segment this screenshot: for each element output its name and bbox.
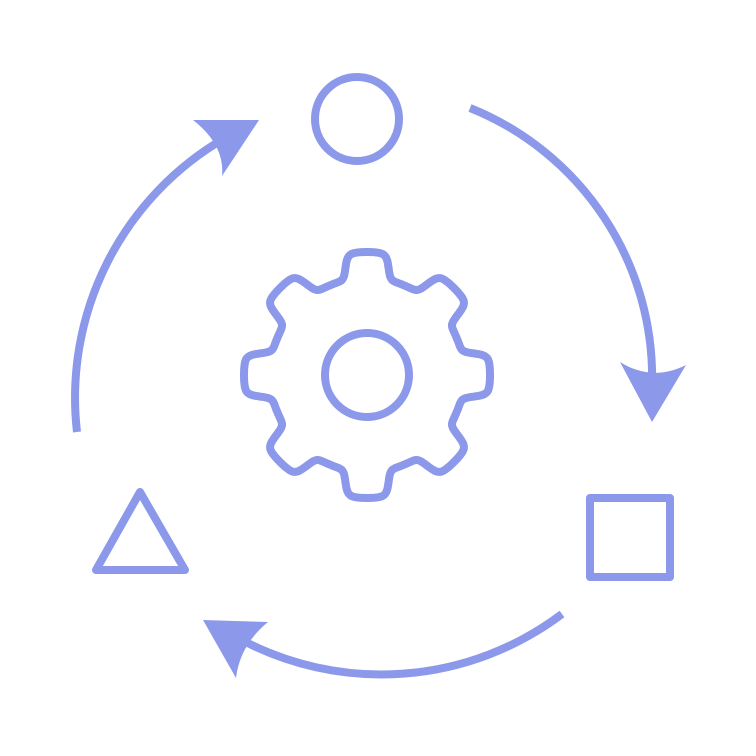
cycle-arrow-left bbox=[71, 120, 259, 433]
arrowhead-icon bbox=[193, 120, 259, 176]
triangle-icon bbox=[92, 488, 189, 574]
arrowhead-icon bbox=[203, 620, 268, 678]
cycle-arrow-right bbox=[468, 104, 686, 422]
gear-hub-icon bbox=[321, 329, 413, 421]
square-icon bbox=[586, 494, 674, 581]
arrowhead-icon bbox=[620, 362, 686, 422]
gear-icon bbox=[240, 248, 494, 502]
cycle-arrow-bottom bbox=[203, 610, 565, 679]
circle-icon bbox=[311, 73, 403, 165]
